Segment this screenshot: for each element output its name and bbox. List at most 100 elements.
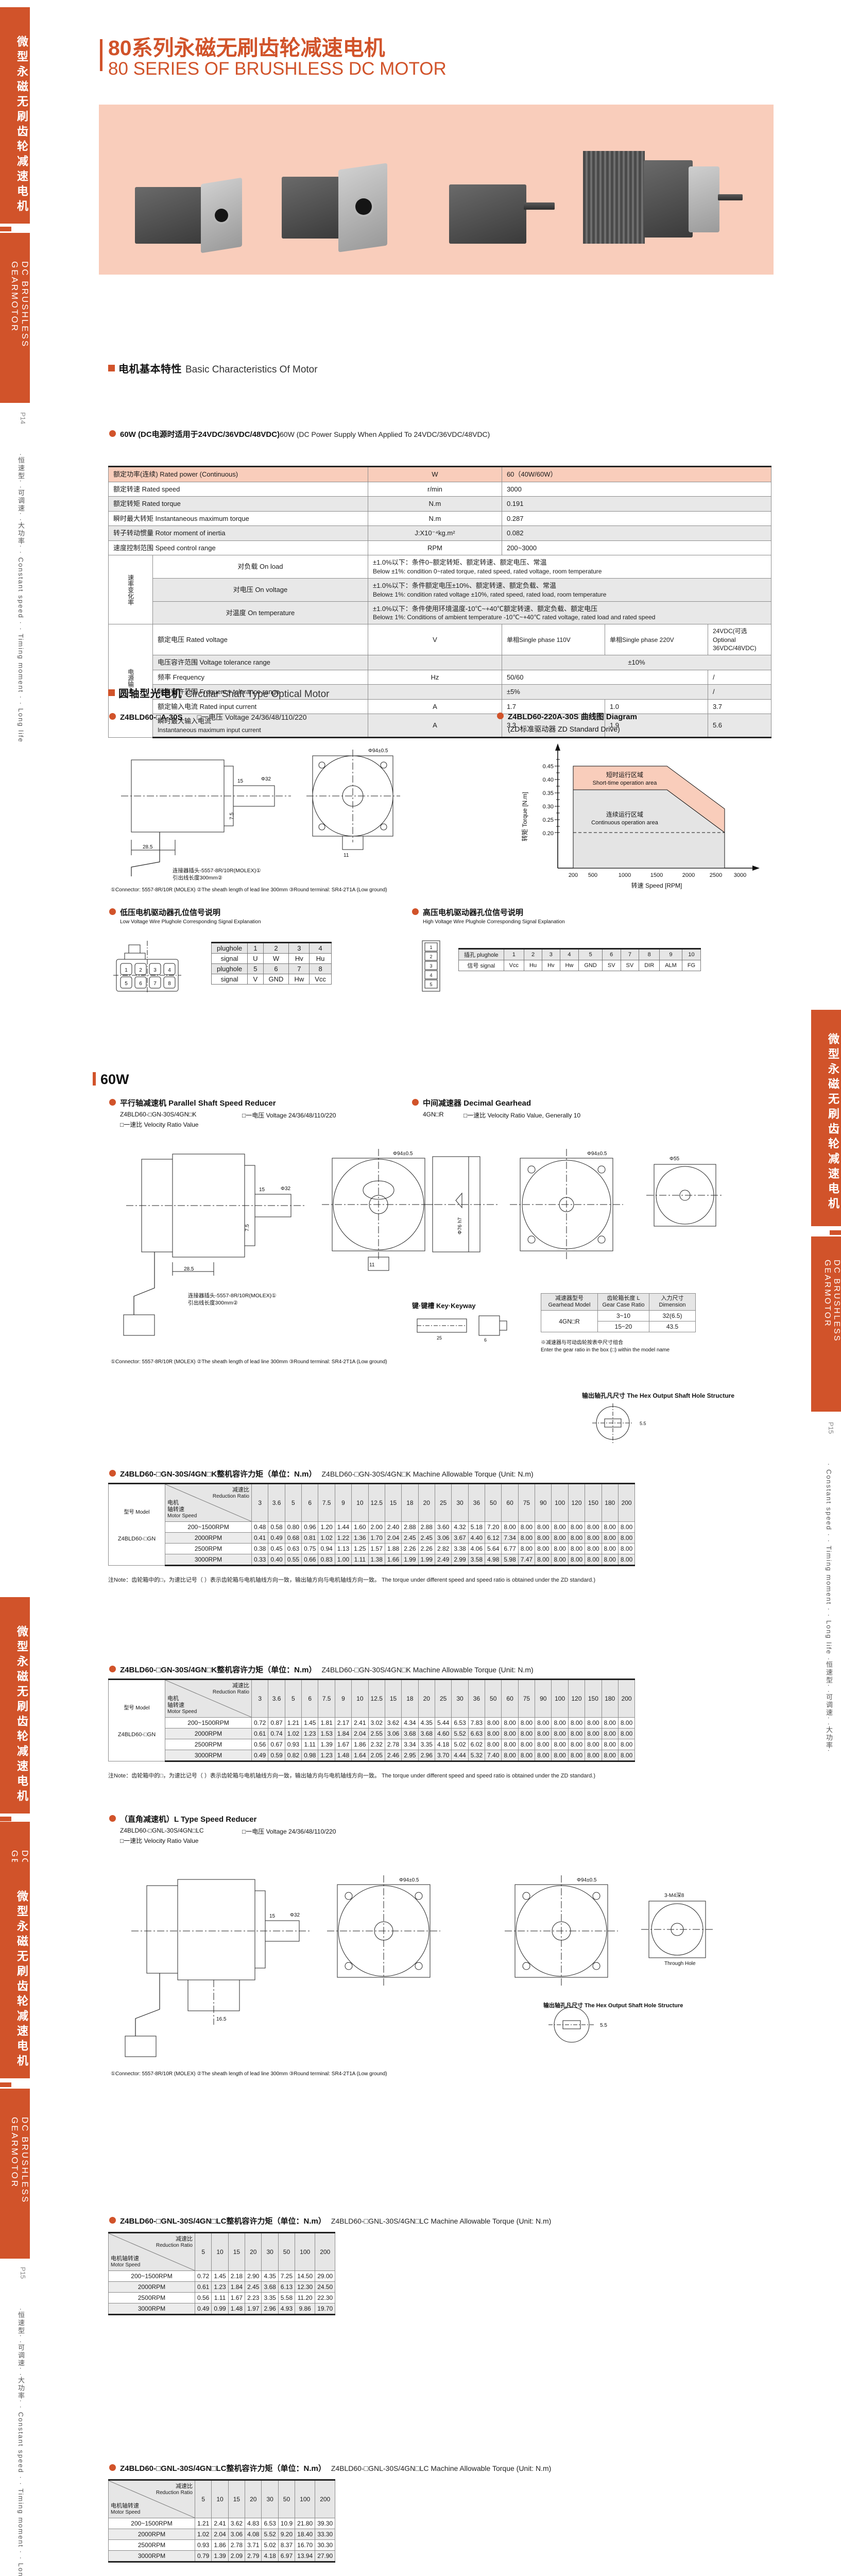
power-label-en: Rated voltage	[186, 635, 228, 643]
torque-cell: 5.52	[451, 1728, 469, 1739]
spec-value: 0.287	[501, 511, 772, 527]
torque-cell: 39.30	[315, 2518, 336, 2529]
torque-cell: 8.00	[568, 1739, 586, 1750]
torque-cell: 8.00	[585, 1521, 602, 1533]
torque-cell: 2.96	[418, 1750, 435, 1762]
lv-wire-title-cn: 低压电机驱动器孔位信号说明	[120, 908, 221, 917]
spec-label-en: Rotor moment of inertia	[155, 529, 226, 537]
circular-model-bullet: Z4BLD60-□A-30S □一电压 Voltage 24/36/48/110…	[109, 712, 307, 722]
torque-cell: 1.23	[301, 1728, 319, 1739]
ratio-header-cell: 180	[601, 1679, 619, 1718]
torque-cell: 0.40	[268, 1554, 285, 1566]
ltype-volt: □一电压 Voltage 24/36/48/110/220	[242, 1828, 336, 1835]
torque-cell: 2.17	[334, 1717, 352, 1728]
torque-cell: 3.02	[368, 1717, 385, 1728]
plug-header: plughole	[211, 942, 248, 954]
speed-cell: 2500RPM	[108, 2539, 195, 2551]
torque-cell: 12.30	[295, 2281, 316, 2293]
torque-cell: 2.45	[418, 1532, 435, 1544]
svg-text:1000: 1000	[619, 872, 631, 878]
spec-label-cn: 转子转动惯量	[113, 529, 154, 537]
speed-cell: 2000RPM	[108, 2529, 195, 2540]
torque-cell: 16.70	[295, 2539, 316, 2551]
torque-cell: 8.00	[601, 1543, 619, 1554]
torque-cell: 8.00	[585, 1750, 602, 1762]
speed-row-value-cn: ±1.0%以下：条件额定电压±10%、额定转速、额定负载、常温	[372, 582, 556, 590]
svg-text:Φ94±0.5: Φ94±0.5	[393, 1151, 413, 1157]
table-row: 额定转矩 Rated torque N.m 0.191	[108, 496, 772, 512]
power-label-en: Rated input current	[199, 702, 257, 710]
bullet-dot-icon	[497, 713, 504, 719]
torque-cell: 1.02	[194, 2529, 212, 2540]
torque-cell: 4.34	[401, 1717, 419, 1728]
torque-cell: 1.21	[284, 1717, 302, 1728]
ratio-header-cell: 36	[468, 1483, 486, 1522]
torque-cell: 2.90	[245, 2270, 262, 2282]
torque-cell: 6.97	[278, 2550, 296, 2563]
power-label-cn: 频率容许范围	[157, 688, 198, 696]
gear-ratio: 15~20	[597, 1321, 649, 1333]
hv-sig-7: SV	[620, 960, 640, 971]
table2-title-en: Z4BLD60-□GN-30S/4GN□K Machine Allowable …	[321, 1666, 534, 1674]
torque-cell: 4.18	[261, 2550, 279, 2563]
lv-wire-title-en: Low Voltage Wire Plughole Corresponding …	[120, 919, 261, 925]
spec-label-cn: 额定功率(连续)	[113, 470, 158, 478]
torque-cell: 0.61	[194, 2281, 212, 2293]
ratio-header-cell: 50	[278, 2232, 296, 2271]
torque-cell: 5.58	[278, 2292, 296, 2303]
torque-cell: 8.00	[585, 1532, 602, 1544]
svg-text:15: 15	[269, 1913, 276, 1919]
ratio-header-cell: 50	[485, 1483, 502, 1522]
spec-value: 200~3000	[501, 540, 772, 556]
speed-cell: 3000RPM	[108, 2303, 195, 2315]
torque-cell: 11.20	[295, 2292, 316, 2303]
motor-photo-3	[439, 174, 557, 251]
signal-cell: Hu	[309, 953, 332, 964]
torque-cell: 1.99	[401, 1554, 419, 1566]
gear-head-cn-1: 齿轮箱长度 L	[607, 1295, 640, 1301]
hv-sig-2: Hu	[523, 960, 543, 971]
speed-row-label-cn: 对电压	[233, 586, 253, 594]
torque-cell: 7.25	[278, 2270, 296, 2282]
power-v3: /	[707, 669, 772, 685]
svg-text:7.5: 7.5	[229, 812, 235, 820]
page-number-right: P15	[827, 1422, 835, 1434]
torque-cell: 3.06	[434, 1532, 452, 1544]
hv-sig-0: 信号 signal	[458, 960, 504, 971]
torque-cell: 1.44	[334, 1521, 352, 1533]
ratio-header-cell: 3.6	[268, 1483, 285, 1522]
gearhead-table-note: ※减速器与可动齿轮按表中尺寸组合 Enter the gear ratio in…	[541, 1340, 711, 1354]
speed-row-value-en: Below ±1%: condition 0~rated torque, rat…	[372, 567, 602, 575]
torque-cell: 3.62	[228, 2518, 246, 2529]
svg-text:Φ94±0.5: Φ94±0.5	[577, 1877, 597, 1883]
right-strip-title-cn: 微型永磁无刷齿轮减速电机	[811, 1010, 841, 1226]
torque-cell: 1.57	[368, 1543, 385, 1554]
torque-cell: 4.35	[261, 2270, 279, 2282]
table-row: 对电压 On voltage ±1.0%以下：条件额定电压±10%、额定转速、额…	[109, 578, 772, 602]
section-marker-icon	[93, 1072, 96, 1086]
svg-text:0.30: 0.30	[543, 804, 554, 810]
torque-cell: 2.46	[384, 1750, 402, 1762]
ratio-header-cell: 100	[295, 2479, 316, 2518]
ratio-header-cell: 10	[211, 2232, 229, 2271]
table-row: 瞬时最大输入电流 Instantaneous maximum input cur…	[109, 714, 772, 738]
bullet-dot-icon	[412, 1099, 419, 1106]
speed-cell: 2000RPM	[108, 2281, 195, 2293]
hv-sig-1: Vcc	[503, 960, 525, 971]
svg-text:Φ94±0.5: Φ94±0.5	[368, 748, 388, 754]
plug-cell: 5	[247, 963, 264, 974]
decimal-ratio-note: □一速比 Velocity Ratio Value, Generally 10	[464, 1112, 581, 1119]
torque-cell: 8.00	[485, 1728, 502, 1739]
torque-cell: 8.00	[601, 1728, 619, 1739]
torque-cell: 0.45	[268, 1543, 285, 1554]
title-accent-bar	[100, 39, 102, 71]
parallel-model: Z4BLD60-□GN-30S/4GN□K	[120, 1111, 197, 1118]
